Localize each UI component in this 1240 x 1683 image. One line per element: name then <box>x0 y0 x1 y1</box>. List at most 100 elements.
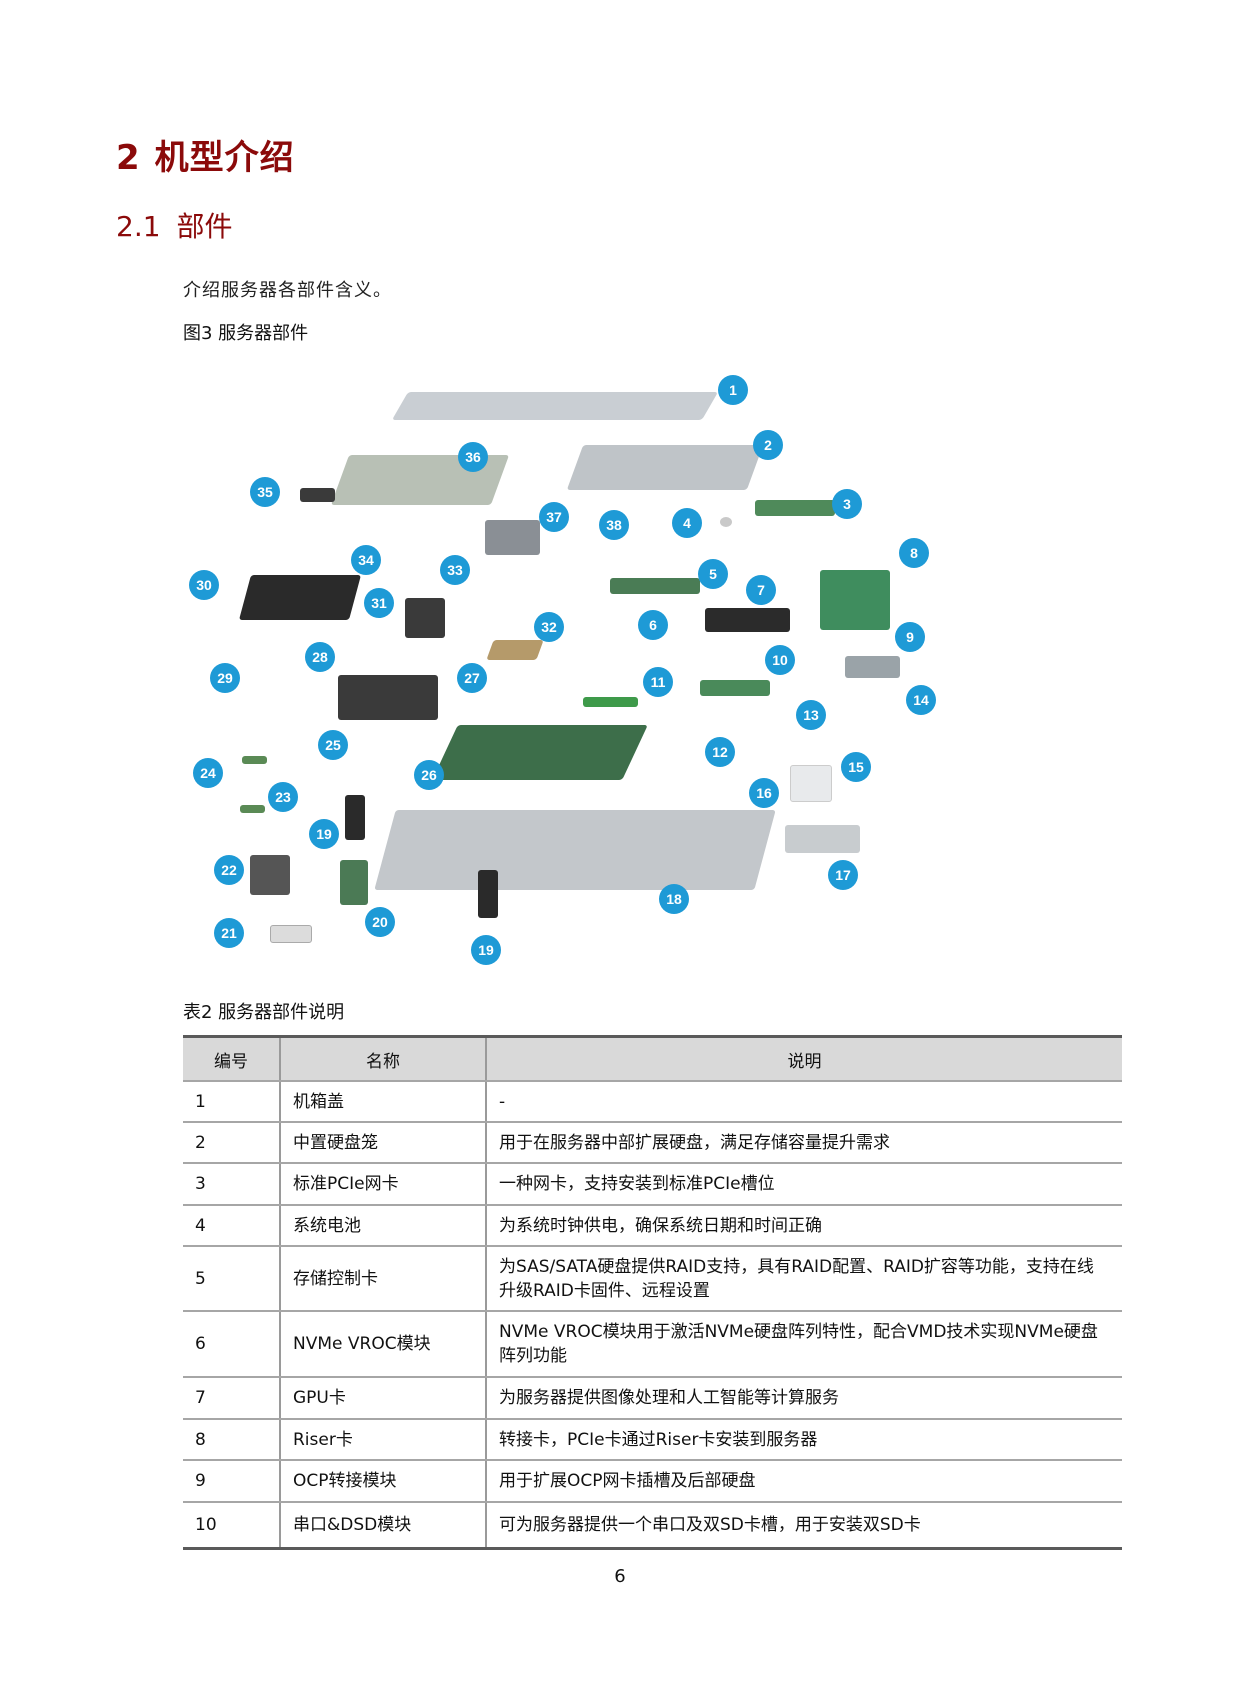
callout-badge: 35 <box>250 477 280 507</box>
row-number: 2 <box>183 1122 280 1164</box>
table-caption: 表2 服务器部件说明 <box>183 1002 345 1023</box>
row-name: OCP转接模块 <box>279 1460 486 1503</box>
fan-image <box>405 598 445 638</box>
callout-badge: 19 <box>471 935 501 965</box>
battery-pack-image <box>300 488 335 502</box>
callout-badge: 5 <box>698 559 728 589</box>
row-description: 可为服务器提供一个串口及双SD卡槽，用于安装双SD卡 <box>485 1502 1122 1550</box>
callout-badge: 31 <box>364 588 394 618</box>
header-description: 说明 <box>485 1036 1122 1082</box>
battery-image <box>720 517 732 527</box>
ear-left-image <box>345 795 365 840</box>
fan-cage-image <box>338 675 438 720</box>
storage-controller-image <box>610 578 700 594</box>
row-description: - <box>485 1081 1122 1123</box>
row-number: 6 <box>183 1311 280 1378</box>
mid-drive-cage-image <box>566 445 764 490</box>
callout-badge: 38 <box>599 510 629 540</box>
row-name: 串口&DSD模块 <box>279 1502 486 1550</box>
row-description: 为SAS/SATA硬盘提供RAID支持，具有RAID配置、RAID扩容等功能，支… <box>485 1246 1122 1312</box>
section-number: 2.1 <box>116 210 161 243</box>
callout-badge: 11 <box>643 667 673 697</box>
callout-badge: 2 <box>753 430 783 460</box>
memory-image <box>583 697 638 707</box>
callout-badge: 16 <box>749 778 779 808</box>
backplane-image <box>340 860 368 905</box>
figure-caption: 图3 服务器部件 <box>183 323 309 344</box>
riser-card-image <box>820 570 890 630</box>
row-description: 用于扩展OCP网卡插槽及后部硬盘 <box>485 1460 1122 1503</box>
callout-badge: 37 <box>539 502 569 532</box>
callout-badge: 17 <box>828 860 858 890</box>
callout-badge: 10 <box>765 645 795 675</box>
header-name: 名称 <box>279 1036 487 1082</box>
callout-badge: 36 <box>458 442 488 472</box>
row-number: 9 <box>183 1460 280 1503</box>
callout-badge: 26 <box>414 760 444 790</box>
row-description: 为服务器提供图像处理和人工智能等计算服务 <box>485 1377 1122 1420</box>
row-description: 为系统时钟供电，确保系统日期和时间正确 <box>485 1205 1122 1247</box>
row-number: 5 <box>183 1246 280 1312</box>
callout-badge: 3 <box>832 489 862 519</box>
row-name: 机箱盖 <box>279 1081 486 1123</box>
callout-badge: 24 <box>193 758 223 788</box>
row-name: NVMe VROC模块 <box>279 1311 486 1378</box>
processor-image <box>486 640 544 660</box>
tpm-image <box>240 805 265 813</box>
ocp-module-image <box>845 656 900 678</box>
row-number: 10 <box>183 1502 280 1550</box>
chapter-title: 机型介绍 <box>154 138 295 178</box>
chassis-cover-image <box>391 392 719 420</box>
callout-badge: 20 <box>365 907 395 937</box>
callout-badge: 9 <box>895 622 925 652</box>
callout-badge: 33 <box>440 555 470 585</box>
gpu-image <box>705 608 790 632</box>
power-supply-image <box>785 825 860 853</box>
heatsink-image <box>485 520 540 555</box>
callout-badge: 29 <box>210 663 240 693</box>
row-description: NVMe VROC模块用于激活NVMe硬盘阵列特性，配合VMD技术实现NVMe硬… <box>485 1311 1122 1378</box>
pcie-nic-image <box>755 500 835 516</box>
drive-cage-image <box>790 765 832 802</box>
callout-badge: 7 <box>746 575 776 605</box>
header-number: 编号 <box>183 1036 281 1082</box>
row-description: 一种网卡，支持安装到标准PCIe槽位 <box>485 1163 1122 1206</box>
callout-badge: 19 <box>309 819 339 849</box>
row-name: 中置硬盘笼 <box>279 1122 486 1164</box>
callout-badge: 25 <box>318 730 348 760</box>
chassis-image <box>374 810 776 890</box>
callout-badge: 14 <box>906 685 936 715</box>
callout-badge: 22 <box>214 855 244 885</box>
page-number: 6 <box>614 1566 626 1587</box>
air-baffle-image <box>238 575 362 620</box>
table-header-row: 编号 名称 说明 <box>183 1036 1122 1082</box>
m2-card-image <box>242 756 267 764</box>
hdd-image <box>250 855 290 895</box>
callout-badge: 27 <box>457 663 487 693</box>
row-number: 3 <box>183 1163 280 1206</box>
callout-badge: 1 <box>718 375 748 405</box>
intro-paragraph: 介绍服务器各部件含义。 <box>183 280 392 301</box>
supercap-image <box>270 925 312 943</box>
row-name: 标准PCIe网卡 <box>279 1163 486 1206</box>
row-number: 1 <box>183 1081 280 1123</box>
callout-badge: 18 <box>659 884 689 914</box>
callout-badge: 34 <box>351 545 381 575</box>
motherboard-image <box>432 725 648 780</box>
callout-badge: 8 <box>899 538 929 568</box>
row-description: 用于在服务器中部扩展硬盘，满足存储容量提升需求 <box>485 1122 1122 1164</box>
